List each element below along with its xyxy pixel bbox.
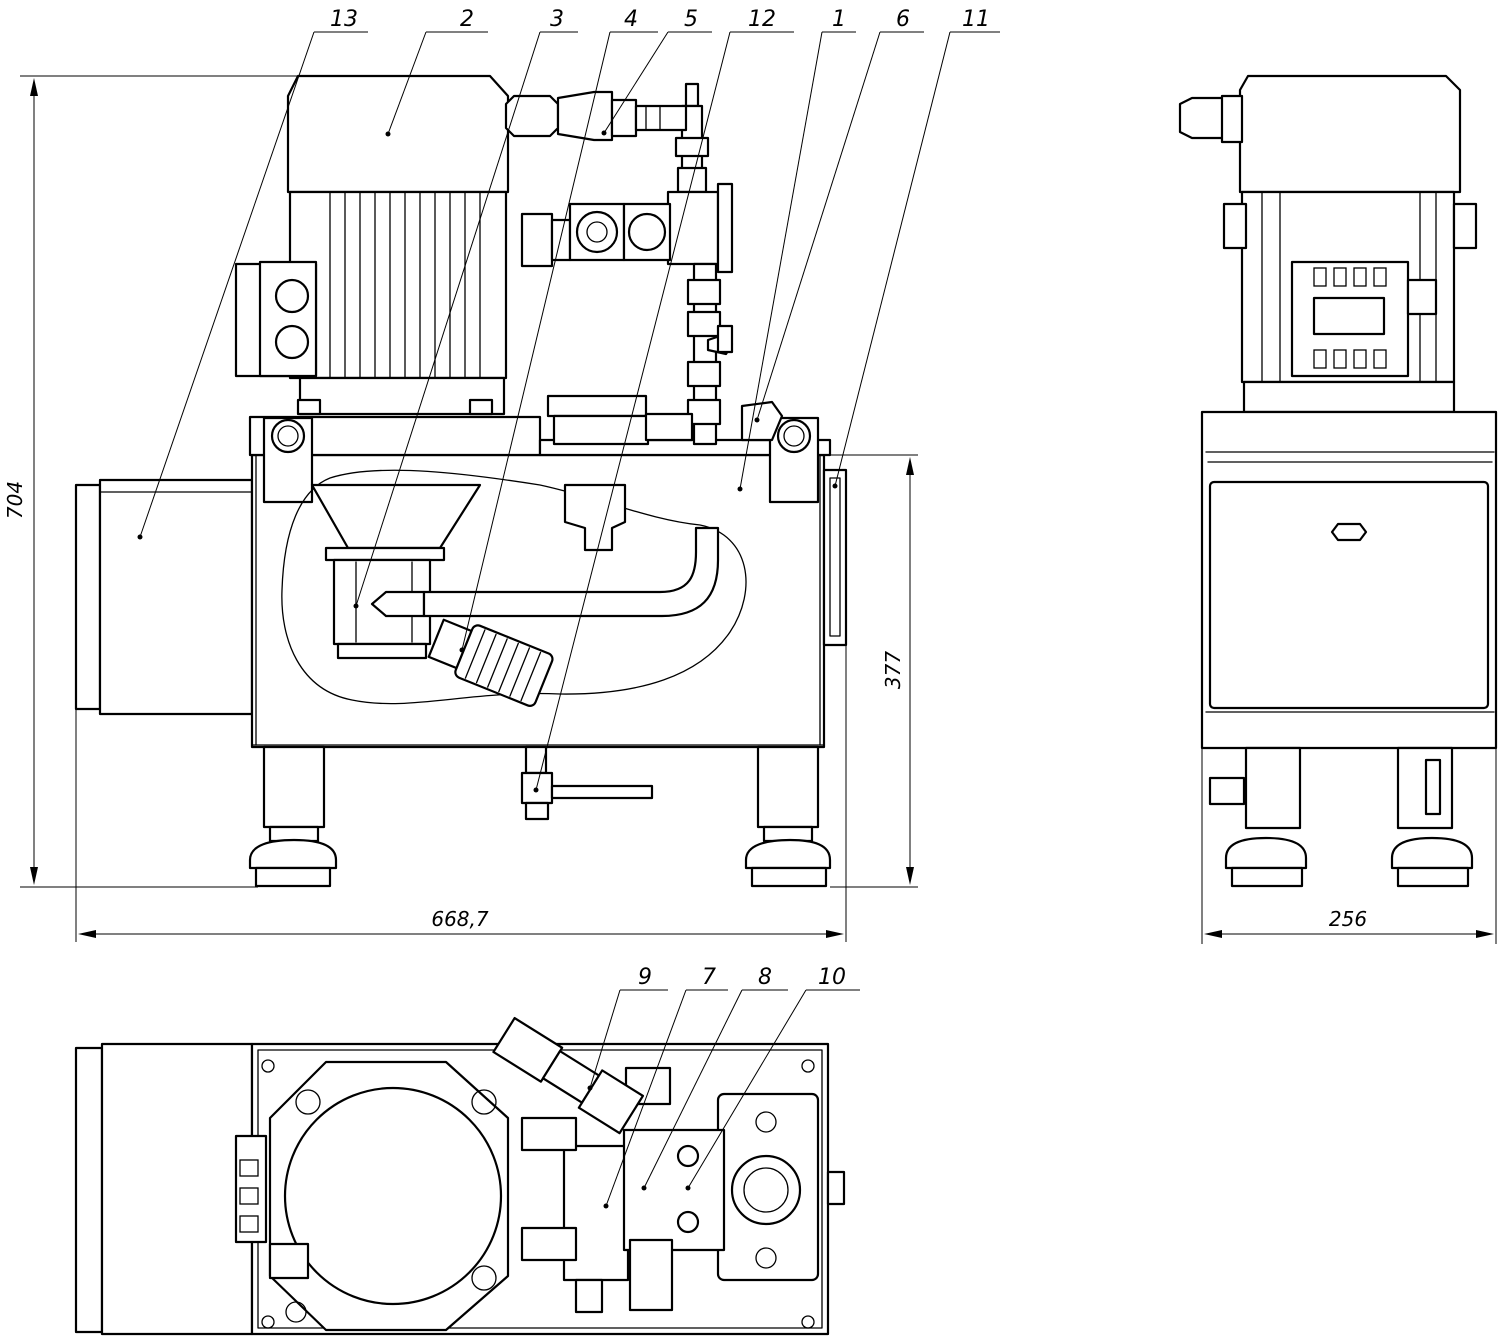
suction-filter: [427, 618, 554, 707]
filler-cap: [546, 394, 784, 446]
dim-total-length: 668,7: [431, 907, 489, 931]
pressure-sensor: [504, 90, 688, 142]
side-cabinet: [74, 478, 254, 716]
callout-11: 11: [962, 7, 990, 32]
callout-7: 7: [702, 965, 716, 990]
callout-6: 6: [896, 7, 910, 32]
directional-valve: [520, 202, 672, 268]
dim-tank-height: 377: [881, 651, 905, 689]
top-view: [74, 1016, 846, 1336]
callout-leaders: [137, 31, 1000, 1209]
callout-4: 4: [624, 7, 638, 32]
dim-width: 256: [1329, 907, 1367, 931]
side-view: [1178, 74, 1498, 944]
dim-total-height: 704: [3, 481, 27, 519]
pressure-line: [666, 82, 734, 446]
front-dimensions: [20, 75, 918, 942]
callout-3: 3: [550, 7, 564, 32]
callout-9: 9: [638, 965, 652, 990]
electric-motor: [234, 74, 510, 416]
callout-1: 1: [832, 7, 846, 32]
return-pipe: [422, 526, 720, 618]
dimension-labels: 704 377 668,7 256: [3, 481, 1367, 931]
legs: [248, 745, 832, 888]
callout-5: 5: [684, 7, 698, 32]
callout-2: 2: [460, 7, 474, 32]
callout-labels: 13 2 3 4 5 12 1 6 11 9 7 8 10: [330, 7, 990, 990]
front-view: [20, 74, 918, 942]
callout-10: 10: [818, 965, 846, 990]
suction-pump: [310, 483, 482, 660]
callout-13: 13: [330, 7, 358, 32]
callout-12: 12: [748, 7, 776, 32]
section-cutout: [281, 469, 747, 705]
callout-8: 8: [758, 965, 772, 990]
drain-valve: [520, 745, 654, 821]
